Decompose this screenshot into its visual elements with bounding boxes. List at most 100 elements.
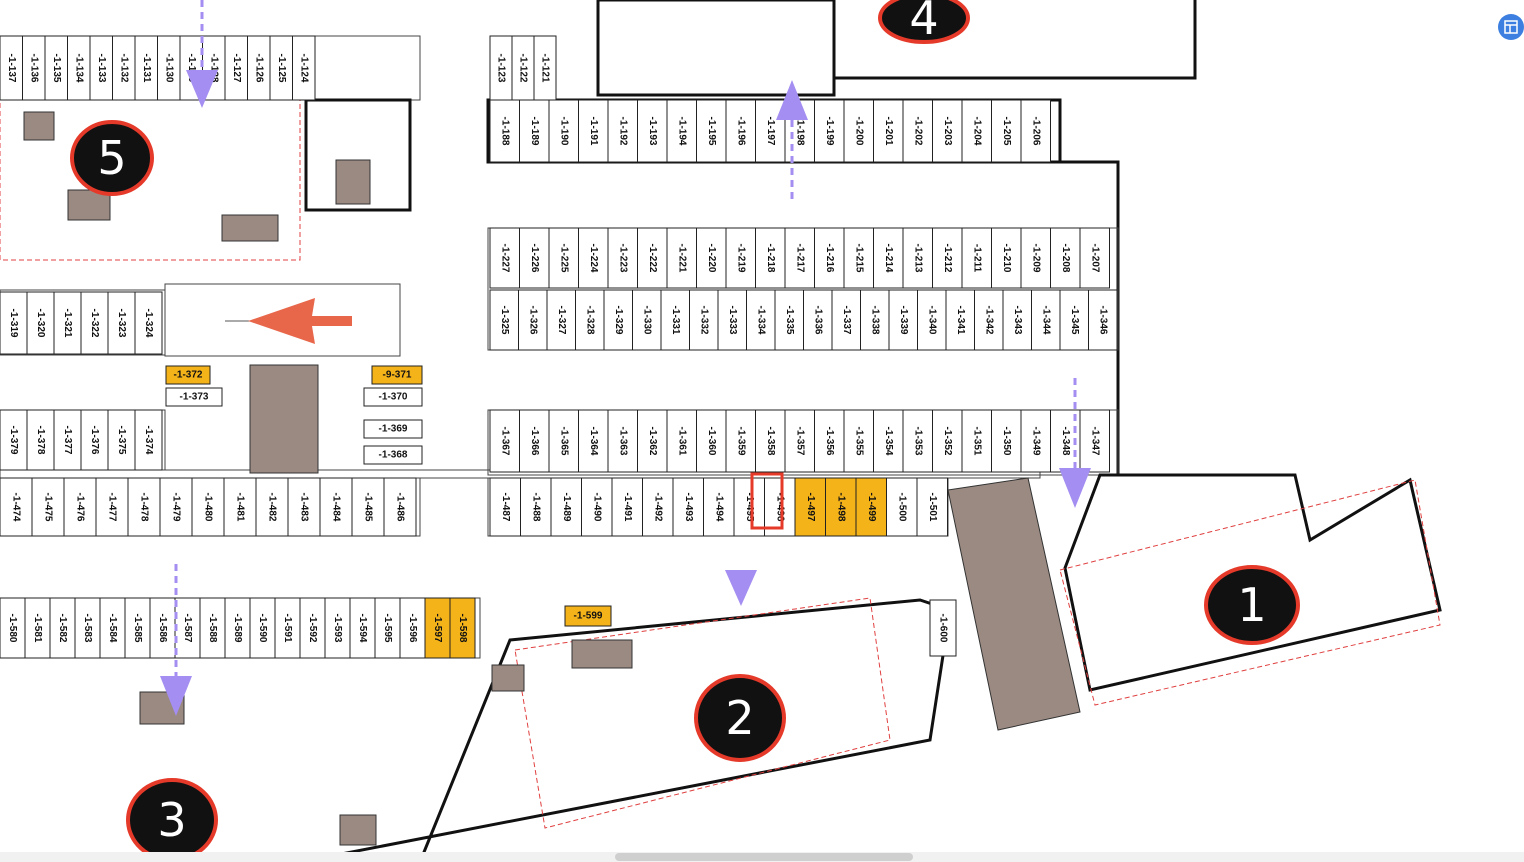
parking-stall[interactable]: -1-474 [0,477,33,537]
parking-stall[interactable]: -1-595 [374,597,401,659]
parking-stall[interactable]: -1-353 [902,409,933,473]
parking-stall[interactable]: -1-320 [26,291,55,355]
parking-stall[interactable]: -1-208 [1050,227,1081,289]
parking-stall[interactable]: -1-376 [80,409,109,471]
parking-stall[interactable]: -1-215 [843,227,874,289]
parking-stall[interactable]: -1-210 [991,227,1022,289]
parking-stall[interactable]: -1-205 [991,99,1022,163]
parking-stall[interactable]: -1-360 [696,409,727,473]
parking-stall[interactable]: -1-478 [127,477,161,537]
parking-stall[interactable]: -1-335 [774,289,804,351]
parking-stall[interactable]: -1-359 [725,409,756,473]
parking-stall[interactable]: -1-213 [902,227,933,289]
parking-stall[interactable]: -1-206 [1020,99,1051,163]
parking-stall[interactable]: -1-337 [831,289,861,351]
parking-stall[interactable]: -1-361 [666,409,697,473]
parking-stall[interactable]: -1-481 [223,477,257,537]
parking-stall[interactable]: -1-370 [363,387,423,407]
parking-stall[interactable]: -1-195 [696,99,727,163]
parking-stall[interactable]: -1-328 [575,289,605,351]
horizontal-scrollbar[interactable] [0,852,1524,862]
parking-stall[interactable]: -1-218 [755,227,786,289]
parking-stall[interactable]: -1-499 [855,477,887,537]
zone-marker-3[interactable]: 3 [126,778,218,862]
parking-stall[interactable]: -1-211 [961,227,992,289]
parking-stall[interactable]: -1-352 [932,409,963,473]
parking-stall[interactable]: -1-188 [489,99,520,163]
parking-stall[interactable]: -1-486 [383,477,417,537]
parking-stall[interactable]: -1-191 [578,99,609,163]
parking-stall[interactable]: -1-485 [351,477,385,537]
parking-stall[interactable]: -1-367 [489,409,520,473]
parking-stall[interactable]: -1-345 [1059,289,1089,351]
parking-stall[interactable]: -1-220 [696,227,727,289]
parking-stall[interactable]: -1-357 [784,409,815,473]
parking-stall[interactable]: -1-493 [672,477,704,537]
parking-stall[interactable]: -1-225 [548,227,579,289]
parking-stall[interactable]: -1-203 [932,99,963,163]
parking-stall[interactable]: -1-194 [666,99,697,163]
parking-stall[interactable]: -9-371 [371,365,423,385]
parking-stall[interactable]: -1-480 [191,477,225,537]
parking-stall[interactable]: -1-221 [666,227,697,289]
zone-marker-2[interactable]: 2 [694,674,786,762]
parking-stall[interactable]: -1-498 [825,477,857,537]
parking-stall[interactable]: -1-589 [224,597,251,659]
parking-stall[interactable]: -1-477 [95,477,129,537]
parking-stall[interactable]: -1-322 [80,291,109,355]
parking-stall[interactable]: -1-338 [860,289,890,351]
parking-stall[interactable]: -1-597 [424,597,451,659]
parking-stall[interactable]: -1-227 [489,227,520,289]
parking-stall[interactable]: -1-342 [974,289,1004,351]
parking-stall[interactable]: -1-349 [1020,409,1051,473]
scrollbar-thumb[interactable] [615,853,913,861]
highlighted-stall-marker[interactable] [750,472,784,530]
parking-stall[interactable]: -1-321 [53,291,82,355]
parking-stall[interactable]: -1-346 [1088,289,1118,351]
parking-stall[interactable]: -1-341 [945,289,975,351]
parking-stall[interactable]: -1-483 [287,477,321,537]
parking-stall[interactable]: -1-599 [564,605,612,627]
parking-stall[interactable]: -1-369 [363,419,423,439]
parking-stall[interactable]: -1-363 [607,409,638,473]
zone-marker-1[interactable]: 1 [1204,565,1300,645]
parking-stall[interactable]: -1-489 [550,477,582,537]
parking-stall[interactable]: -1-479 [159,477,193,537]
parking-stall[interactable]: -1-350 [991,409,1022,473]
parking-stall[interactable]: -1-319 [0,291,28,355]
parking-stall[interactable]: -1-475 [31,477,65,537]
parking-stall[interactable]: -1-583 [74,597,101,659]
parking-stall[interactable]: -1-491 [611,477,643,537]
parking-stall[interactable]: -1-325 [489,289,519,351]
parking-stall[interactable]: -1-200 [843,99,874,163]
parking-stall[interactable]: -1-189 [519,99,550,163]
parking-stall[interactable]: -1-500 [886,477,918,537]
parking-stall[interactable]: -1-224 [578,227,609,289]
parking-stall[interactable]: -1-219 [725,227,756,289]
parking-stall[interactable]: -1-330 [632,289,662,351]
parking-stall[interactable]: -1-216 [814,227,845,289]
parking-stall[interactable]: -1-201 [873,99,904,163]
parking-stall[interactable]: -1-333 [717,289,747,351]
parking-stall[interactable]: -1-336 [803,289,833,351]
parking-stall[interactable]: -1-375 [107,409,136,471]
parking-stall[interactable]: -1-207 [1079,227,1110,289]
parking-stall[interactable]: -1-126 [247,35,271,101]
parking-stall[interactable]: -1-214 [873,227,904,289]
parking-stall[interactable]: -1-199 [814,99,845,163]
parking-stall[interactable]: -1-592 [299,597,326,659]
parking-stall[interactable]: -1-590 [249,597,276,659]
parking-stall[interactable]: -1-339 [888,289,918,351]
parking-stall[interactable]: -1-351 [961,409,992,473]
parking-stall[interactable]: -1-497 [794,477,826,537]
parking-stall[interactable]: -1-324 [134,291,163,355]
parking-stall[interactable]: -1-594 [349,597,376,659]
parking-stall[interactable]: -1-476 [63,477,97,537]
parking-stall[interactable]: -1-584 [99,597,126,659]
parking-stall[interactable]: -1-332 [689,289,719,351]
parking-stall[interactable]: -1-596 [399,597,426,659]
parking-stall[interactable]: -1-355 [843,409,874,473]
zone-marker-5[interactable]: 5 [70,120,154,196]
parking-stall[interactable]: -1-378 [26,409,55,471]
parking-stall[interactable]: -1-354 [873,409,904,473]
